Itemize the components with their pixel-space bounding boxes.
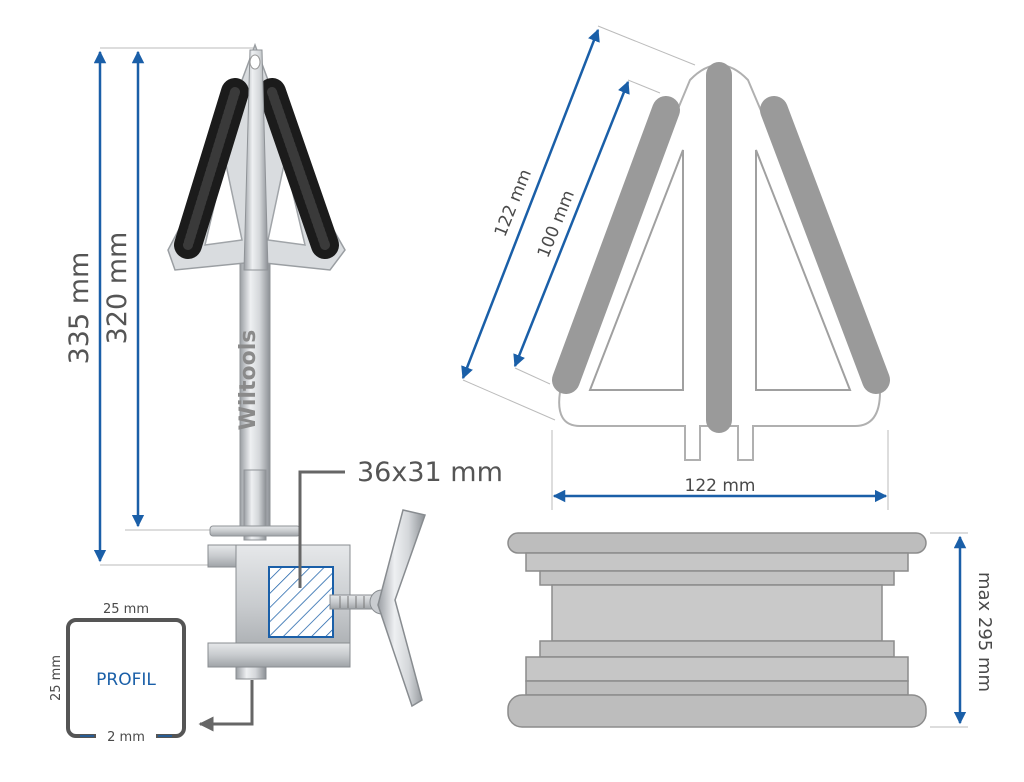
product-photo: Wiltools: [64, 42, 503, 708]
left-arm-rubber: [174, 78, 249, 259]
right-arm-rubber: [258, 78, 339, 259]
clamp-screw: [329, 509, 426, 708]
arm-width-label: 122 mm: [685, 476, 756, 496]
profile-height-label: 25 mm: [49, 655, 64, 701]
clamp-body: [207, 544, 351, 680]
brand-logo: Wiltools: [236, 330, 261, 431]
profile-label: PROFIL: [96, 670, 156, 690]
total-height-label: 335 mm: [64, 252, 95, 365]
clamp-opening-label: 36x31 mm: [357, 457, 503, 488]
profile-width-label: 25 mm: [103, 602, 149, 617]
arm-height-label: 320 mm: [102, 232, 133, 345]
arm-outer-length-label: 122 mm: [491, 166, 536, 239]
arm-outline-diagram: 122 mm 100 mm 122 mm: [461, 25, 890, 510]
rim-width-label: max 295 mm: [974, 572, 995, 692]
arm-inner-length-arrow: [513, 80, 630, 368]
rim-diagram: max 295 mm: [507, 532, 995, 728]
profile-wall-label: 2 mm: [107, 730, 145, 745]
profile-diagram: PROFIL 25 mm 25 mm 2 mm: [49, 602, 254, 745]
